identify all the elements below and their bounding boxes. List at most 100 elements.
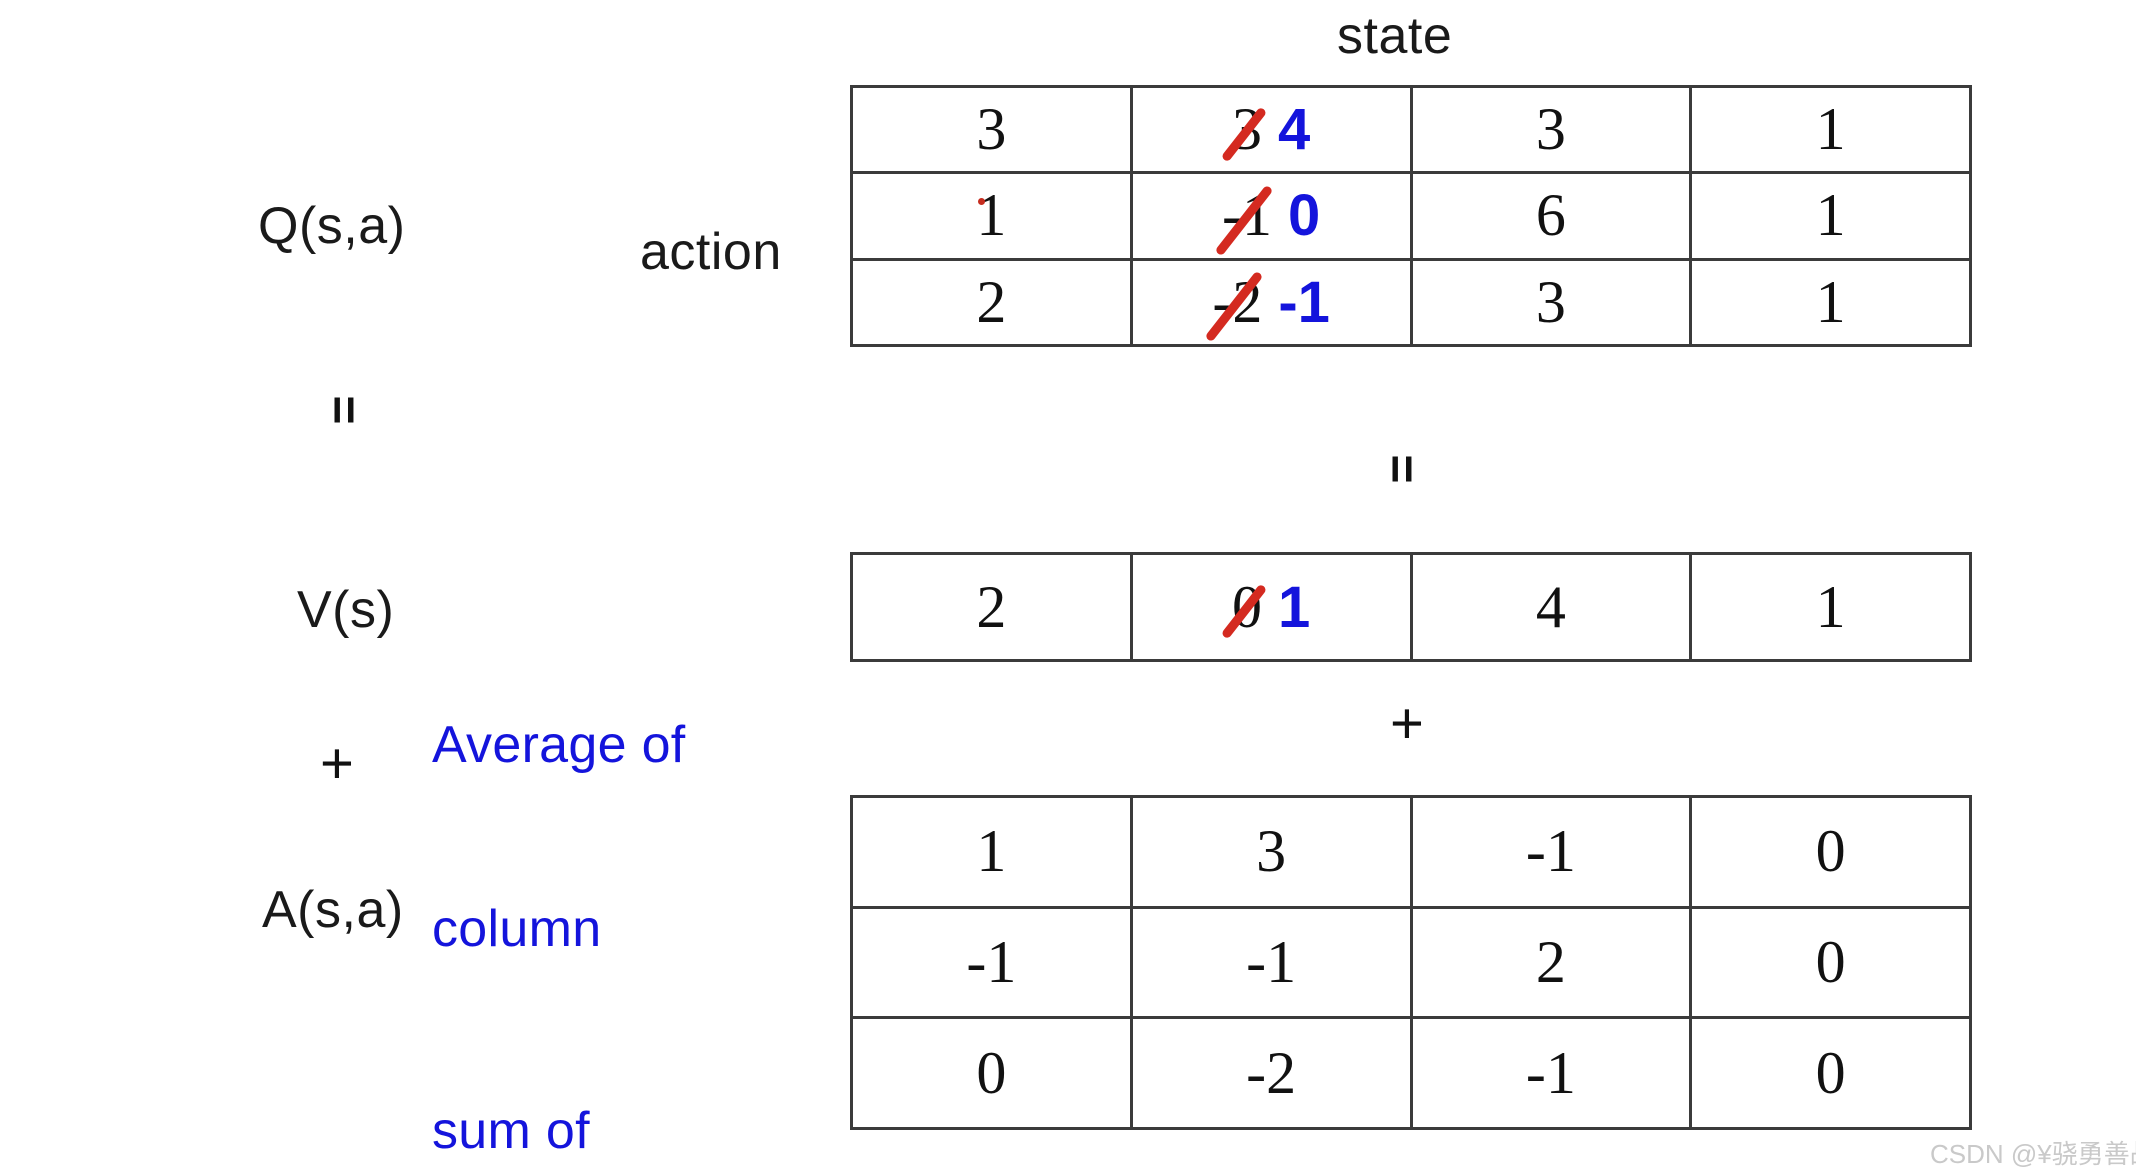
table-cell: 2 [850,552,1133,662]
table-row: 0 -2 -1 0 [850,1016,1972,1130]
cell-content: 2 [853,555,1130,659]
cell-value: 2 [1535,928,1566,995]
corrected-value: 4 [1277,97,1311,163]
cell-content: 1 [1692,555,1969,659]
struck-value: 0 [1231,573,1262,640]
corrected-value: 0 [1287,183,1321,249]
cell-content: 0 [853,1019,1130,1127]
note-sum-of-column: sum of column = 0 [432,978,691,1174]
cell-value: -1 [966,928,1017,995]
cell-content: 1 [1692,174,1969,257]
table-cell: 0 [1689,795,1972,909]
cell-content: -1 [853,909,1130,1017]
note-average-line-1: Average of [432,715,686,774]
note-average-of-column: Average of column [432,592,686,1083]
cell-content: 0 [1692,909,1969,1017]
struck-value: -2 [1212,268,1263,335]
table-cell: 1 [1689,84,1972,175]
operator-plus-middle: + [1390,691,1424,756]
table-cell: 1 [850,171,1133,261]
table-cell: -1 [1409,795,1693,909]
csdn-watermark: CSDN @¥骁勇善战¥ [1930,1139,2136,1169]
note-average-line-2: column [432,899,602,958]
label-equals-left: = [316,395,373,425]
cell-content: 4 [1413,555,1690,659]
cell-content: 1 [853,798,1130,906]
cell-content: -2-1 [1133,261,1410,344]
label-q-function: Q(s,a) [258,197,406,255]
cell-value: 6 [1535,182,1566,249]
cell-content: 2 [1413,909,1690,1017]
table-cell: 2 [1409,905,1693,1020]
cell-content: 2 [853,261,1130,344]
cell-value: 0 [1815,1039,1846,1106]
cell-value: 1 [976,818,1007,885]
table-cell: 1 [1689,171,1972,261]
cell-value: 1 [1815,96,1846,163]
table-row: -1 -1 2 0 [850,905,1972,1020]
note-sum-line-1: sum of [432,1101,590,1160]
table-cell: 6 [1409,171,1693,261]
cell-content: 3 [853,88,1130,171]
cell-value: 4 [1535,573,1566,640]
cell-value: 1 [976,182,1007,249]
cell-content: 6 [1413,174,1690,257]
axis-label-state: state [1337,7,1453,65]
corrected-value: 1 [1277,574,1311,640]
cell-content: 1 [1692,261,1969,344]
cell-value: 2 [976,573,1007,640]
table-cell: 3 [1129,795,1413,909]
table-cell: 1 [1689,257,1972,348]
cell-value: 2 [976,268,1007,335]
table-cell: -1 [850,905,1133,1020]
table-cell: 0 [1689,905,1972,1020]
axis-label-action: action [640,223,782,281]
cell-content: 1 [853,174,1130,257]
label-a-function: A(s,a) [262,881,404,939]
cell-value: -2 [1246,1039,1297,1106]
table-cell: 0 [1689,1016,1972,1130]
table-cell: 1 [850,795,1133,909]
table-cell: 3 [850,84,1133,175]
struck-value: 3 [1231,96,1262,163]
cell-content: -1 [1133,909,1410,1017]
cell-content: 3 [1413,88,1690,171]
cell-value: 0 [976,1039,1007,1106]
table-cell: -2-1 [1129,257,1413,348]
cell-content: 0 [1692,798,1969,906]
cell-content: 1 [1692,88,1969,171]
cell-content: 3 [1133,798,1410,906]
corrected-value: -1 [1278,269,1330,335]
table-cell: 0 [850,1016,1133,1130]
table-cell: 2 [850,257,1133,348]
table-cell: -1 [1409,1016,1693,1130]
cell-value: 1 [1815,268,1846,335]
table-cell: 4 [1409,552,1693,662]
table-cell: 1 [1689,552,1972,662]
cell-content: -2 [1133,1019,1410,1127]
cell-value: 3 [976,96,1007,163]
label-plus-left: + [320,731,354,796]
cell-value: 3 [1256,818,1287,885]
cell-value: 3 [1535,268,1566,335]
table-cell: 3 [1409,257,1693,348]
struck-value: -1 [1222,182,1272,249]
table-cell: 3 [1409,84,1693,175]
cell-content: -1 [1413,798,1690,906]
red-dot-artifact [978,198,985,205]
cell-value: -1 [1246,928,1297,995]
